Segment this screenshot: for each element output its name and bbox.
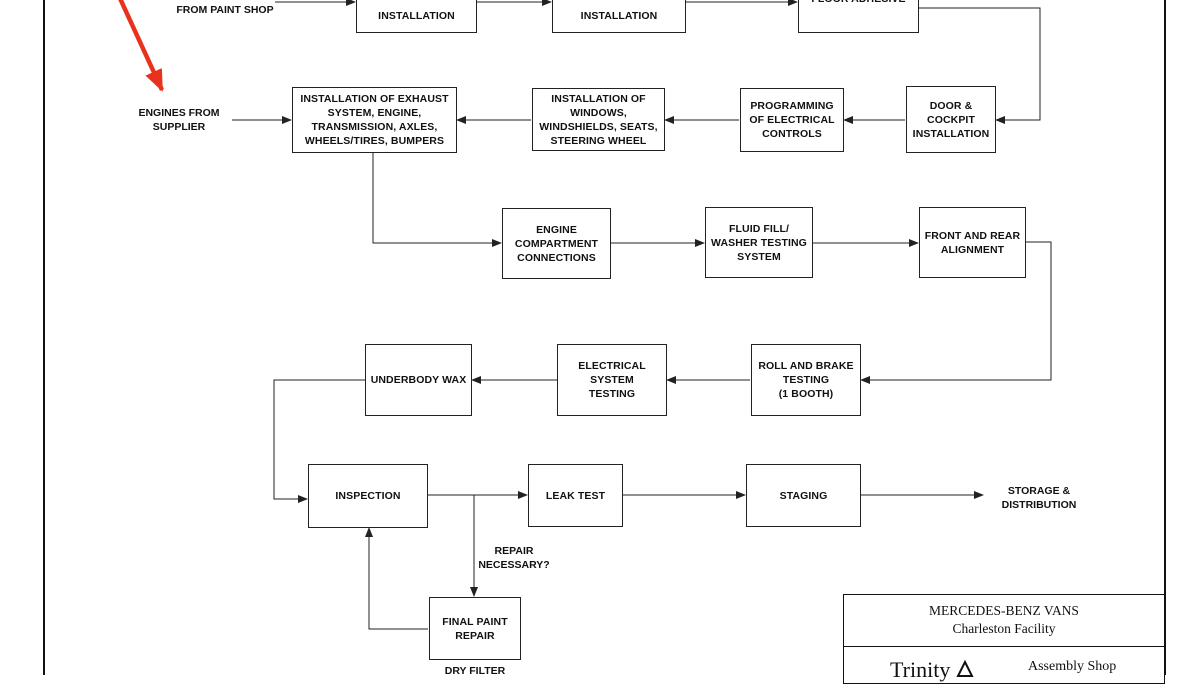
electrical-system-testing-box: ELECTRICAL SYSTEM TESTING xyxy=(557,344,667,416)
staging-box: STAGING xyxy=(746,464,861,527)
installation-box-a: INSTALLATION xyxy=(356,0,477,33)
underbody-wax-box: UNDERBODY WAX xyxy=(365,344,472,416)
arrow-wax-to-inspection xyxy=(273,379,365,503)
title-block-header: MERCEDES-BENZ VANS Charleston Facility xyxy=(844,595,1164,647)
arrow-exhaust-to-engine-comp xyxy=(372,153,502,247)
from-paint-shop-label: FROM PAINT SHOP xyxy=(176,4,274,16)
repair-necessary-label: REPAIR NECESSARY? xyxy=(478,545,550,571)
sheet-border-right xyxy=(1164,0,1166,675)
arrow-final-paint-to-inspection xyxy=(365,527,428,630)
fluid-fill-box: FLUID FILL/ WASHER TESTING SYSTEM xyxy=(705,207,813,278)
door-cockpit-installation-box: DOOR & COCKPIT INSTALLATION xyxy=(906,86,996,153)
company-name: MERCEDES-BENZ VANS xyxy=(929,603,1079,618)
arrow-alignment-to-roll xyxy=(860,241,1052,384)
title-block: MERCEDES-BENZ VANS Charleston Facility T… xyxy=(843,594,1165,684)
triangle-logo-icon xyxy=(956,659,974,677)
sheet-border-left xyxy=(43,0,45,675)
dry-filter-label: DRY FILTER xyxy=(444,665,506,677)
red-callout-arrow xyxy=(118,0,165,92)
windows-seats-installation-box: INSTALLATION OF WINDOWS, WINDSHIELDS, SE… xyxy=(532,88,665,151)
engines-from-supplier-label: ENGINES FROM SUPPLIER xyxy=(138,107,220,133)
engine-compartment-box: ENGINE COMPARTMENT CONNECTIONS xyxy=(502,208,611,279)
roll-brake-testing-box: ROLL AND BRAKE TESTING (1 BOOTH) xyxy=(751,344,861,416)
storage-distribution-label: STORAGE & DISTRIBUTION xyxy=(1001,485,1077,511)
inspection-box: INSPECTION xyxy=(308,464,428,528)
floor-adhesive-box: FLOOR ADHESIVE xyxy=(798,0,919,33)
installation-box-b: INSTALLATION xyxy=(552,0,686,33)
programming-electrical-box: PROGRAMMING OF ELECTRICAL CONTROLS xyxy=(740,88,844,152)
trinity-logo-text: Trinity xyxy=(890,657,951,682)
sheet-title: Assembly Shop xyxy=(1028,659,1117,674)
trinity-logo: Trinity xyxy=(890,657,974,683)
front-rear-alignment-box: FRONT AND REAR ALIGNMENT xyxy=(919,207,1026,278)
final-paint-repair-box: FINAL PAINT REPAIR xyxy=(429,597,521,660)
leak-test-box: LEAK TEST xyxy=(528,464,623,527)
exhaust-engine-installation-box: INSTALLATION OF EXHAUST SYSTEM, ENGINE, … xyxy=(292,87,457,153)
facility-name: Charleston Facility xyxy=(952,621,1056,636)
arrow-floor-to-door xyxy=(919,7,1041,124)
